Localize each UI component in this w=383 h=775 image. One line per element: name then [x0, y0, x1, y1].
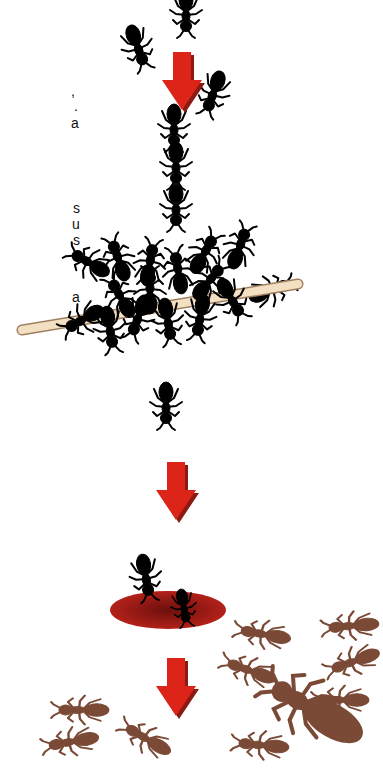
text-fragment: u	[72, 216, 80, 232]
flow-arrow	[162, 52, 205, 113]
black-ants-top	[115, 0, 236, 232]
text-fragment: a	[72, 289, 80, 305]
black-ant	[126, 552, 200, 630]
brown-ants	[39, 609, 383, 765]
text-fragment: s	[73, 200, 80, 216]
text-fragment: s	[73, 232, 80, 248]
text-fragment: ,	[71, 83, 75, 99]
nest-hole	[110, 591, 226, 629]
text-fragment: .	[74, 98, 78, 114]
flow-arrow	[156, 462, 199, 523]
black-ant-cluster	[53, 251, 258, 356]
flow-arrow	[156, 658, 199, 719]
black-ant	[150, 382, 182, 430]
text-fragment: a	[71, 115, 79, 131]
